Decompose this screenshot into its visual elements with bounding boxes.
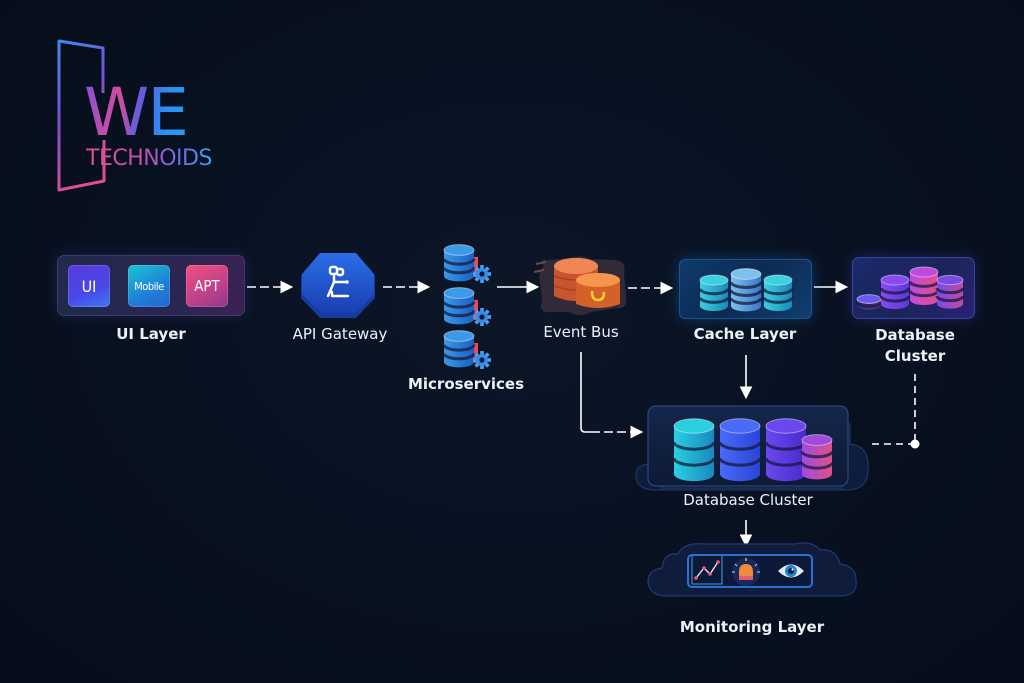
api-gateway-label: API Gateway <box>292 325 388 343</box>
monitoring-layer-node[interactable] <box>644 538 859 604</box>
db-stack-icon <box>908 266 940 306</box>
database-cluster-top-label-line1: Database <box>875 326 955 344</box>
cache-cylinder-icon <box>762 274 794 312</box>
database-cylinders-cloud-icon[interactable] <box>632 404 872 492</box>
gear-icon <box>473 351 491 369</box>
database-stacks-icon <box>855 266 965 310</box>
db-stack-icon <box>879 274 911 310</box>
api-tile[interactable]: APT <box>186 265 228 307</box>
logo-frame-icon <box>57 39 106 192</box>
event-bus-label: Event Bus <box>543 323 619 341</box>
alarm-bell-icon <box>732 558 760 586</box>
db-cylinder-blue-icon <box>718 418 762 482</box>
database-cluster-top-label-line2: Cluster <box>884 347 946 365</box>
ui-layer-node[interactable]: UI Mobile APT <box>57 255 245 316</box>
database-gear-icon[interactable] <box>440 329 492 371</box>
brand-logo: WE TECHNOIDS <box>56 38 256 198</box>
gear-icon <box>473 265 491 283</box>
ui-layer-label: UI Layer <box>116 325 186 343</box>
edge-eventbus-to-dbmain <box>580 352 600 433</box>
eye-icon <box>778 564 804 578</box>
db-cylinder-cyan-icon <box>672 418 716 482</box>
database-cluster-label: Database Cluster <box>683 491 813 509</box>
database-gear-icon[interactable] <box>440 243 492 285</box>
logo-we-text: WE <box>84 74 189 151</box>
line-chart-icon <box>691 556 723 585</box>
db-cylinder-pink-icon <box>800 434 834 480</box>
microservices-label: Microservices <box>407 375 525 393</box>
mobile-tile[interactable]: Mobile <box>128 265 170 307</box>
cache-cylinder-icon <box>698 274 730 312</box>
db-stack-icon <box>855 294 883 310</box>
event-bus-cylinders-icon[interactable] <box>532 252 630 318</box>
db-cylinder-purple-icon <box>764 418 808 482</box>
gear-icon <box>473 308 491 326</box>
database-cluster-top-node[interactable] <box>852 257 975 319</box>
database-gear-icon[interactable] <box>440 286 492 328</box>
ui-tile[interactable]: UI <box>68 265 110 307</box>
db-stack-icon <box>935 274 965 309</box>
microservice-cylinder-icon <box>442 244 476 282</box>
cache-cylinder-icon <box>729 268 763 312</box>
monitoring-layer-label: Monitoring Layer <box>679 618 825 636</box>
cache-layer-label: Cache Layer <box>693 325 797 343</box>
logo-technoids-text: TECHNOIDS <box>86 146 212 171</box>
gateway-hexagon-icon[interactable] <box>300 252 376 320</box>
junction-dot <box>910 439 920 449</box>
cache-layer-node[interactable] <box>679 259 812 319</box>
microservice-cylinder-icon <box>442 330 476 368</box>
cache-cylinders-icon <box>698 268 794 312</box>
microservice-cylinder-icon <box>442 287 476 325</box>
